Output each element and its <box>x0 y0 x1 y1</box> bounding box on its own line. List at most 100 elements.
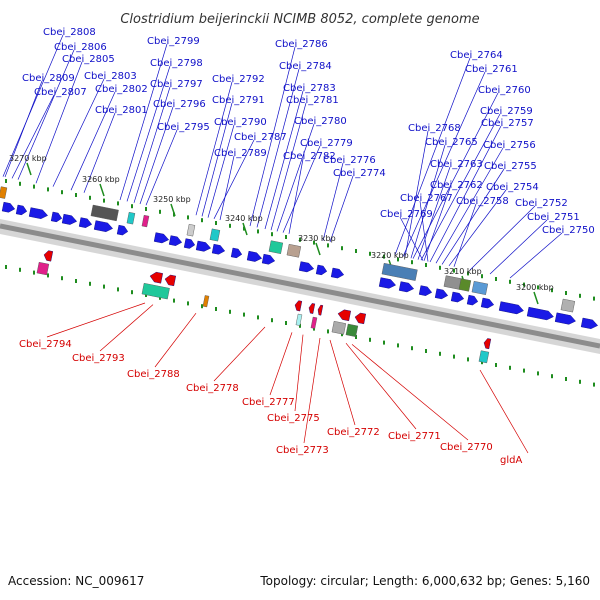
reverse-gene-arrow <box>308 303 316 314</box>
tick-mark <box>5 265 7 269</box>
reverse-gene-arrow-shape <box>337 309 351 322</box>
reverse-gene-box <box>310 316 318 329</box>
forward-gene-arrow <box>168 235 183 246</box>
forward-gene-arrow <box>498 301 524 315</box>
forward-gene-label: Cbei_2797 <box>150 79 203 90</box>
forward-gene-label: Cbei_2751 <box>527 212 580 223</box>
forward-gene-label: Cbei_2789 <box>214 148 267 159</box>
tick-mark <box>61 190 63 195</box>
reverse-gene-label: Cbei_2794 <box>19 339 72 350</box>
forward-gene-label: Cbei_2776 <box>323 155 376 166</box>
reverse-gene-arrow <box>317 304 324 316</box>
reverse-gene-box <box>36 261 50 276</box>
reverse-leader-line <box>345 342 417 430</box>
forward-leader-line <box>213 139 255 219</box>
tick-mark <box>495 277 497 281</box>
tick-major <box>170 203 176 217</box>
reverse-gene-arrow-shape <box>317 304 324 316</box>
forward-gene-label: Cbei_2755 <box>484 161 537 172</box>
forward-gene-label: Cbei_2779 <box>300 138 353 149</box>
forward-gene-arrow-shape <box>211 243 226 255</box>
forward-leader-line <box>288 158 304 234</box>
forward-leader-line <box>201 102 233 217</box>
forward-gene-arrow <box>298 261 315 273</box>
forward-gene-label: Cbei_2790 <box>214 117 267 128</box>
forward-leader-line <box>453 203 477 267</box>
reverse-gene-box <box>331 320 347 335</box>
forward-gene-label: Cbei_2792 <box>212 74 265 85</box>
forward-gene-label: Cbei_2795 <box>157 122 210 133</box>
reverse-gene-label: gldA <box>500 455 522 466</box>
forward-gene-arrow <box>450 291 465 303</box>
tick-label: 3220 kbp <box>371 251 409 260</box>
forward-gene-arrow <box>466 294 479 306</box>
tick-label: 3240 kbp <box>225 214 263 223</box>
reverse-leader-line <box>99 304 154 352</box>
forward-gene-box <box>471 280 489 295</box>
tick-mark <box>453 354 455 359</box>
tick-major <box>315 242 321 256</box>
forward-gene-label: Cbei_2786 <box>275 39 328 50</box>
forward-gene-label: Cbei_2783 <box>283 83 336 94</box>
reverse-gene-label: Cbei_2788 <box>127 369 180 380</box>
tick-mark <box>131 290 133 295</box>
forward-leader-line <box>420 113 501 261</box>
forward-gene-arrow <box>398 281 415 293</box>
tick-mark <box>299 237 301 242</box>
forward-gene-arrow-shape <box>434 288 449 300</box>
reverse-gene-arrow-shape <box>164 274 177 287</box>
tick-mark <box>173 298 175 303</box>
forward-gene-label: Cbei_2752 <box>515 198 568 209</box>
tick-mark <box>593 382 595 387</box>
forward-gene-arrow <box>116 224 129 236</box>
tick-major <box>242 222 248 236</box>
forward-gene-arrow-shape <box>418 285 433 296</box>
forward-leader-line <box>429 125 502 263</box>
tick-mark <box>215 221 217 225</box>
tick-mark <box>341 246 343 251</box>
forward-leader-line <box>419 200 429 262</box>
tick-mark <box>425 263 427 267</box>
forward-gene-arrow <box>246 250 263 262</box>
tick-major <box>99 183 105 197</box>
forward-gene-label: Cbei_2750 <box>542 225 595 236</box>
tick-mark <box>481 274 483 279</box>
forward-gene-arrow-shape <box>261 253 276 265</box>
reverse-gene-label: Cbei_2778 <box>186 383 239 394</box>
reverse-gene-box <box>141 282 170 300</box>
forward-leader-line <box>145 129 178 206</box>
forward-gene-label: Cbei_2768 <box>408 123 461 134</box>
reverse-gene-label: Cbei_2770 <box>440 442 493 453</box>
tick-mark <box>229 223 231 228</box>
tick-mark <box>47 273 49 278</box>
tick-mark <box>33 184 35 189</box>
tick-mark <box>425 349 427 353</box>
forward-gene-arrow <box>330 267 345 279</box>
tick-mark <box>131 204 133 209</box>
forward-leader-line <box>83 112 116 193</box>
tick-mark <box>355 335 357 339</box>
forward-gene-label: Cbei_2799 <box>147 36 200 47</box>
forward-leader-line <box>4 80 43 178</box>
forward-gene-arrow-shape <box>554 312 576 325</box>
forward-leader-line <box>322 162 344 241</box>
forward-gene-arrow <box>61 213 78 225</box>
forward-gene-arrow-shape <box>168 235 183 246</box>
forward-gene-label: Cbei_2756 <box>483 140 536 151</box>
forward-gene-label: Cbei_2767 <box>400 193 453 204</box>
forward-gene-arrow-shape <box>246 250 263 262</box>
tick-mark <box>579 293 581 298</box>
forward-gene-box <box>126 211 136 225</box>
forward-gene-box <box>268 240 284 254</box>
forward-gene-label: Cbei_2765 <box>425 137 478 148</box>
forward-gene-arrow-shape <box>480 297 495 309</box>
forward-gene-box <box>458 278 472 292</box>
tick-mark <box>243 312 245 317</box>
forward-leader-line <box>35 61 83 184</box>
reverse-gene-arrow-shape <box>308 303 316 314</box>
accession-label: Accession: NC_009617 <box>8 574 145 588</box>
forward-gene-label: Cbei_2763 <box>430 159 483 170</box>
tick-mark <box>453 268 455 273</box>
